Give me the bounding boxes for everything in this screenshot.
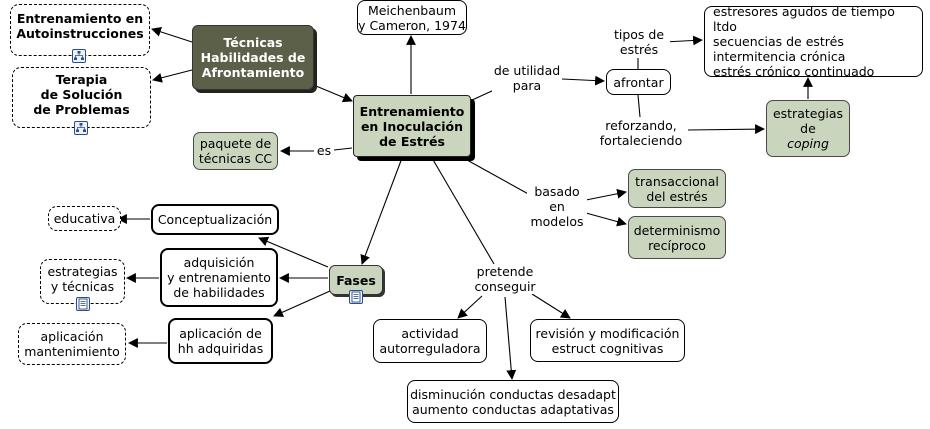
fases-node[interactable]: Fases: [329, 265, 383, 295]
line-center-es: [333, 147, 353, 151]
line-tipos-estresores: [663, 35, 703, 46]
aplicacion-hh-node[interactable]: aplicación de hh adquiridas: [168, 318, 273, 364]
afrontar-node[interactable]: afrontar: [606, 69, 671, 95]
tecnicas-node[interactable]: Técnicas Habilidades de Afrontamiento: [192, 25, 314, 90]
estrategias-coping-text: estrategias de: [772, 106, 844, 136]
paquete-node[interactable]: paquete de técnicas CC: [193, 132, 278, 170]
line-fases-conceptualizacion: [258, 236, 329, 268]
aplicacion-mantenimiento-node[interactable]: aplicación mantenimiento: [18, 323, 126, 365]
estrategias-coping-node[interactable]: estrategias de coping: [766, 100, 850, 157]
line-pretende-disminucion: [504, 296, 517, 380]
line-reforzando-estrategias: [687, 124, 765, 135]
label-pretende: pretende conseguir: [470, 264, 540, 294]
line-utilidad-afrontar: [561, 75, 605, 86]
center-node[interactable]: Entrenamiento en Inoculación de Estrés: [353, 95, 471, 157]
meichenbaum-node[interactable]: Meichenbaum y Cameron, 1974: [357, 0, 467, 35]
line-pretende-revision: [531, 293, 571, 319]
label-reforzando: reforzando, fortaleciendo: [596, 118, 686, 148]
determinismo-node[interactable]: determinismo recíproco: [628, 216, 726, 259]
label-es: es: [314, 143, 334, 158]
disminucion-node[interactable]: disminución conductas desadapt aumento c…: [407, 380, 619, 423]
concept-map-icon[interactable]: [72, 49, 86, 63]
estrategias-tecnicas-node[interactable]: estrategias y técnicas: [40, 259, 125, 304]
line-fases-aplicacion: [273, 290, 331, 317]
conceptualizacion-node[interactable]: Conceptualización: [151, 204, 279, 235]
line-center-pretende: [431, 157, 495, 265]
concept-map-icon[interactable]: [74, 121, 88, 135]
terapia-node[interactable]: Terapia de Solución de Problemas: [12, 67, 151, 128]
document-icon[interactable]: [76, 297, 90, 311]
line-basado-determinismo: [585, 212, 627, 227]
line-afrontar-reforzando: [637, 94, 641, 118]
label-de-utilidad: de utilidad para: [492, 63, 562, 93]
line-tecnicas-autoinstrucciones: [151, 27, 193, 43]
document-icon[interactable]: [349, 290, 363, 304]
line-center-utilidad: [469, 89, 495, 102]
actividad-node[interactable]: actividad autorreguladora: [373, 319, 487, 363]
transaccional-node[interactable]: transaccional del estrés: [628, 169, 726, 208]
line-pretende-actividad: [457, 295, 483, 319]
revision-node[interactable]: revisión y modificación estruct cognitiv…: [530, 319, 685, 362]
label-tipos-estres: tipos de estrés: [608, 27, 670, 57]
label-basado: basado en modelos: [527, 184, 587, 229]
adquisicion-node[interactable]: adquisición y entrenamiento de habilidad…: [160, 248, 278, 307]
line-center-fases: [360, 157, 403, 265]
line-basado-transaccional: [585, 188, 627, 201]
autoinstrucciones-node[interactable]: Entrenamiento en Autoinstrucciones: [10, 4, 150, 56]
line-tecnicas-terapia: [152, 69, 193, 83]
line-tecnicas-center: [315, 85, 353, 103]
line-center-basado: [457, 154, 533, 197]
coping-text: coping: [787, 136, 829, 151]
estresores-node[interactable]: estresores agudos de tiempo ltdo secuenc…: [704, 4, 923, 79]
educativa-node[interactable]: educativa: [48, 206, 121, 231]
